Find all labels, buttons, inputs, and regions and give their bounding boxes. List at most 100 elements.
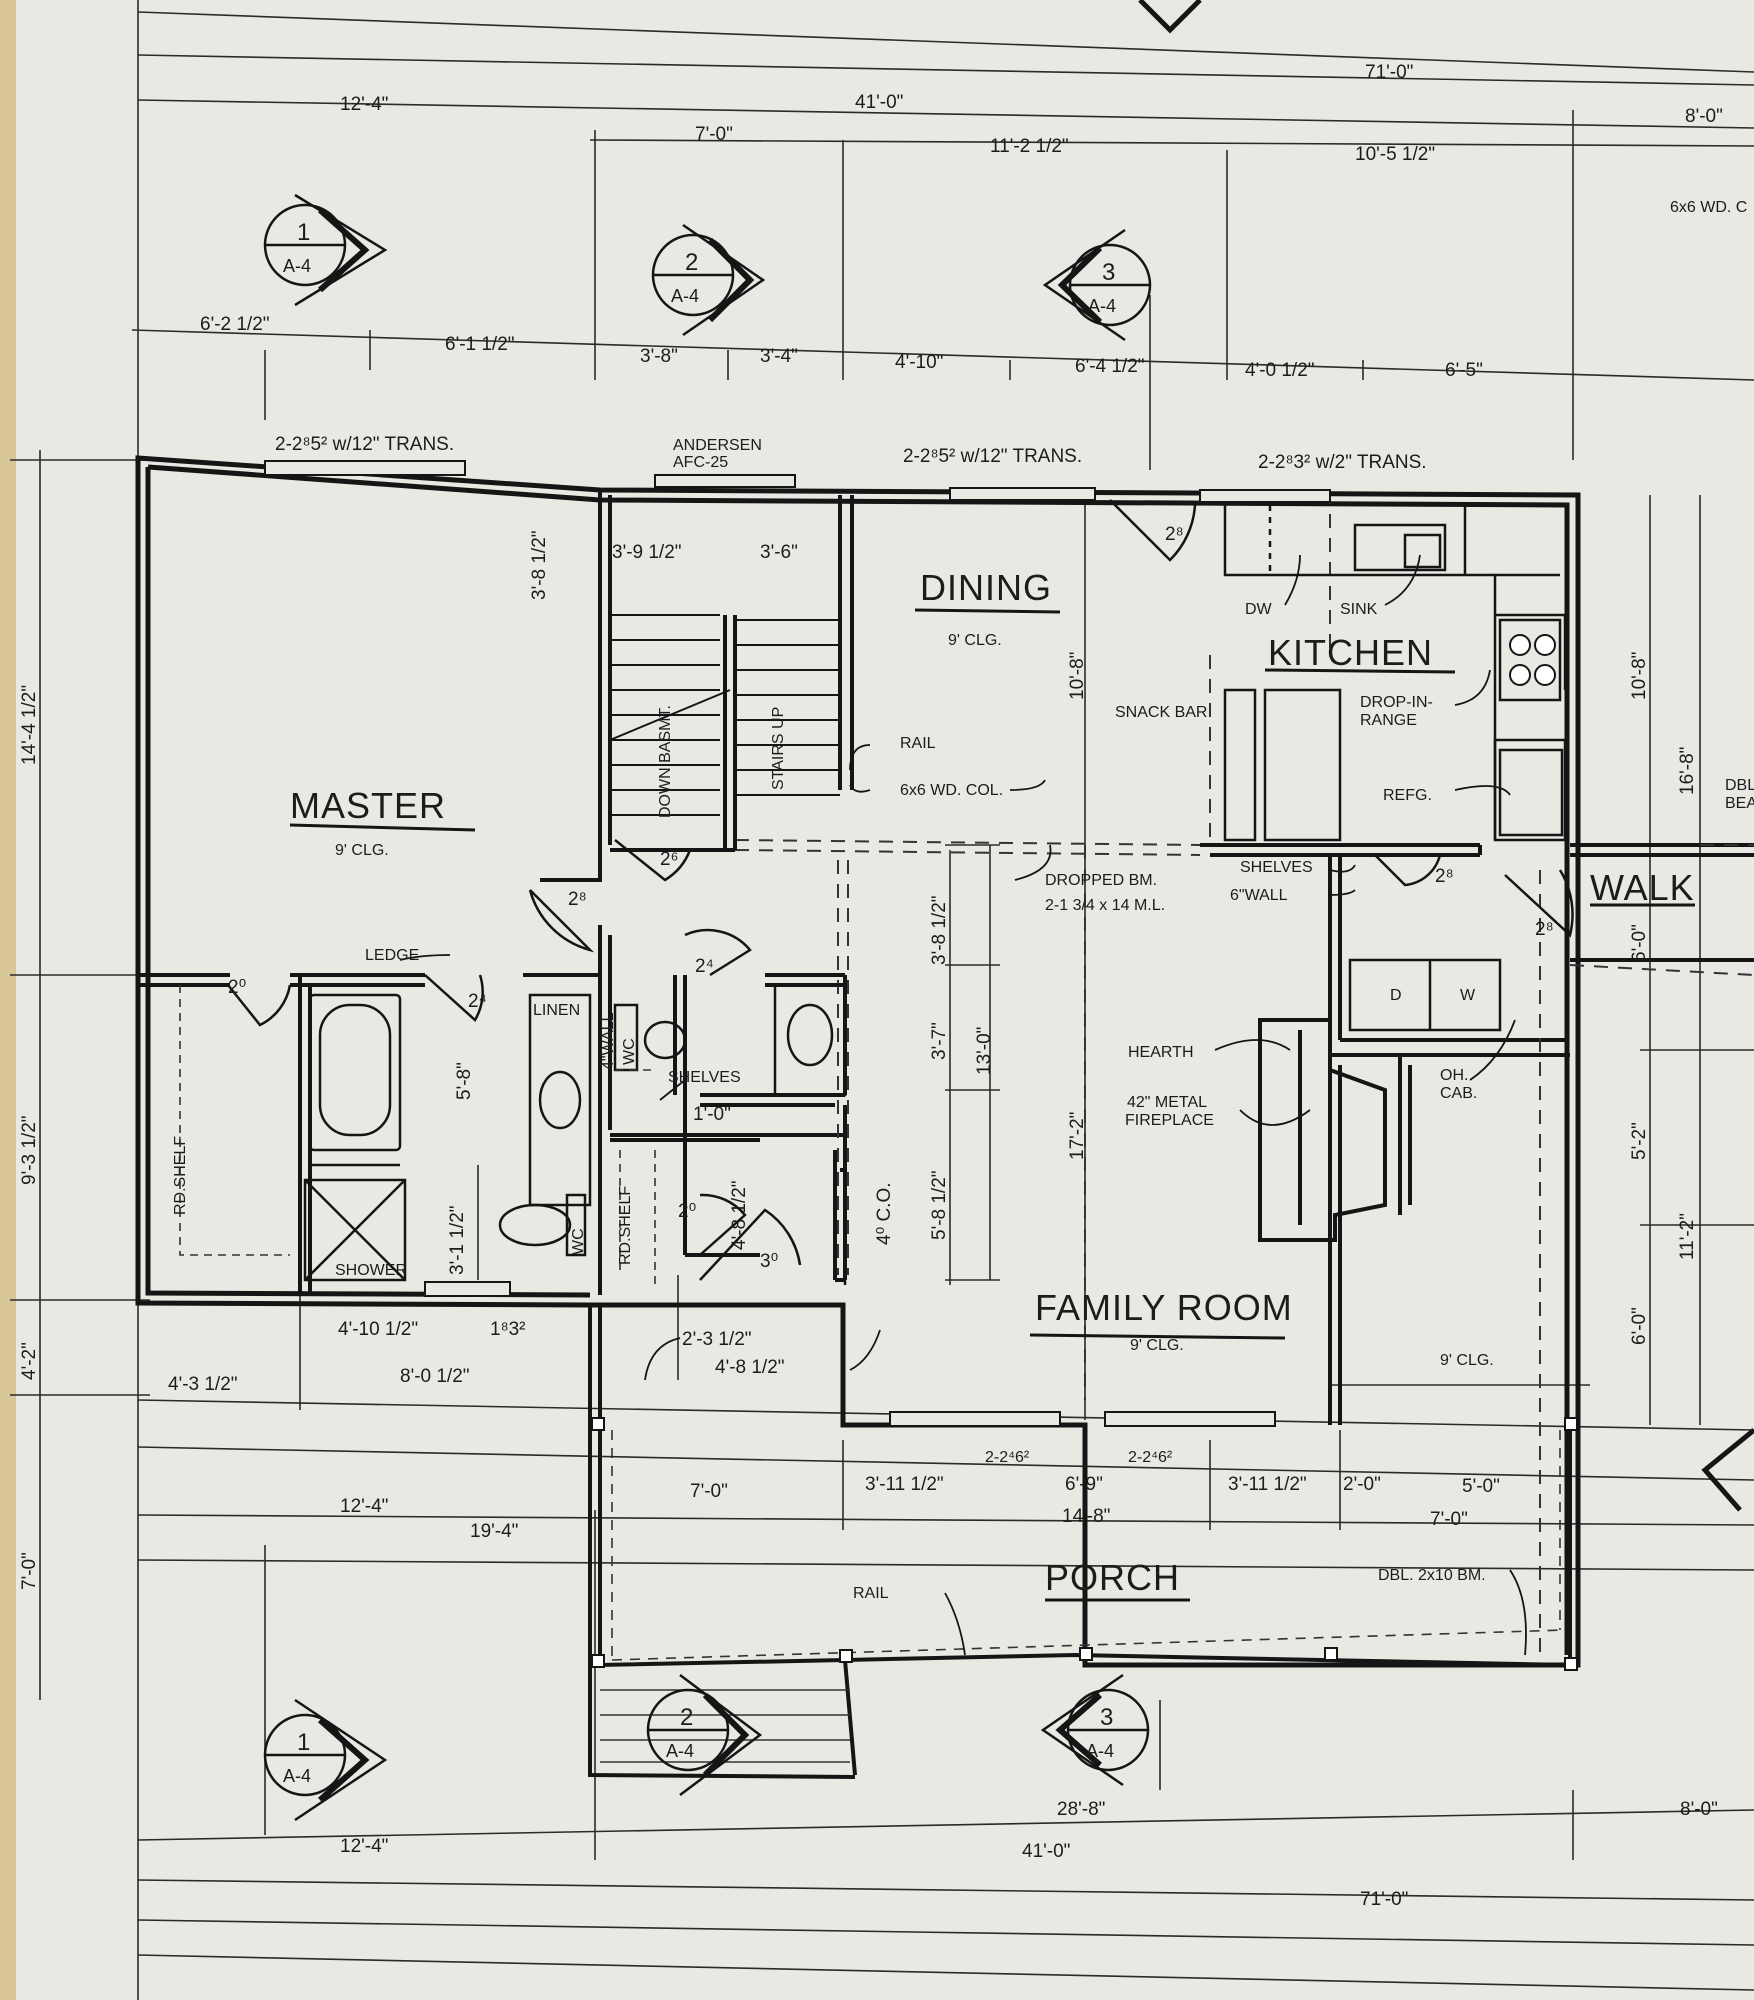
dim-bottom-12-4-upper: 12'-4" bbox=[340, 1496, 388, 1517]
label-col: 6x6 WD. COL. bbox=[900, 782, 1003, 799]
label-wc-b: WC bbox=[570, 1228, 587, 1255]
dim-win-4-10: 4'-10" bbox=[895, 352, 943, 373]
label-hearth: HEARTH bbox=[1128, 1044, 1194, 1061]
dim-porch-6-9: 6'-9" bbox=[1065, 1474, 1103, 1495]
label-wc-a: WC bbox=[621, 1038, 638, 1065]
label-d: D bbox=[1390, 987, 1402, 1004]
window-label-master: 2-2⁸5² w/12" TRANS. bbox=[275, 434, 454, 455]
dim-top-10-5-5: 10'-5 1/2" bbox=[1355, 144, 1435, 165]
windows-top bbox=[264, 460, 1331, 1427]
dim-bath-5-8: 5'-8" bbox=[454, 1062, 475, 1100]
dim-right-6-0-upper: 6'-0" bbox=[1629, 924, 1650, 962]
door-size-walk: 2⁸ bbox=[1535, 919, 1554, 940]
window-label-dining: 2-2⁸5² w/12" TRANS. bbox=[903, 446, 1082, 467]
label-drop-in-2: RANGE bbox=[1360, 712, 1417, 729]
porch-dashed-rail bbox=[611, 1430, 1566, 1661]
section-2-bottom-sheet: A-4 bbox=[666, 1741, 694, 1761]
dim-bottom-71: 71'-0" bbox=[1360, 1889, 1408, 1910]
dim-win-6-1-5: 6'-1 1/2" bbox=[445, 334, 515, 355]
bath-fixtures bbox=[303, 983, 847, 1282]
label-dropped-bm-1: DROPPED BM. bbox=[1045, 872, 1157, 889]
dim-right-16-8: 16'-8" bbox=[1677, 747, 1698, 795]
dim-porch-2-0: 2'-0" bbox=[1343, 1474, 1381, 1495]
window-label-porch-1: 2-2⁴6² bbox=[985, 1449, 1030, 1466]
dim-porch-7-0-right: 7'-0" bbox=[1430, 1509, 1468, 1530]
section-2-top-num: 2 bbox=[685, 249, 698, 276]
ceiling-right: 9' CLG. bbox=[1440, 1352, 1494, 1369]
dim-stair-3-6: 3'-6" bbox=[760, 542, 798, 563]
range-burners bbox=[1509, 634, 1556, 686]
section-1-bottom-num: 1 bbox=[297, 1729, 310, 1756]
window-label-kitchen: 2-2⁸3² w/2" TRANS. bbox=[1258, 452, 1427, 473]
dim-bottom-19-4: 19'-4" bbox=[470, 1521, 518, 1542]
door-size-kitchen-hall: 2⁸ bbox=[1435, 866, 1454, 887]
dim-porch-5-0: 5'-0" bbox=[1462, 1476, 1500, 1497]
dim-left-9-3-5: 9'-3 1/2" bbox=[19, 1115, 40, 1185]
label-oh-cab-2: CAB. bbox=[1440, 1085, 1477, 1102]
label-fireplace-2: FIREPLACE bbox=[1125, 1112, 1214, 1129]
dim-right-11-2: 11'-2" bbox=[1677, 1213, 1698, 1260]
dim-win-6-5: 6'-5" bbox=[1445, 360, 1483, 381]
dim-bottom-8: 8'-0" bbox=[1680, 1799, 1718, 1820]
stairs bbox=[609, 614, 840, 850]
label-snack-bar: SNACK BAR bbox=[1115, 704, 1207, 721]
window-label-porch-2: 2-2⁴6² bbox=[1128, 1449, 1173, 1466]
binding-edge bbox=[0, 0, 16, 2000]
dim-bath-4-10-5: 4'-10 1/2" bbox=[338, 1319, 418, 1340]
door-swings bbox=[227, 499, 1574, 1285]
dim-stair-3-9-5: 3'-9 1/2" bbox=[612, 542, 682, 563]
label-shelves-kitchen: SHELVES bbox=[1240, 859, 1313, 876]
dim-hall-4-3-5: 4'-3 1/2" bbox=[168, 1374, 238, 1395]
label-dw: DW bbox=[1245, 601, 1273, 618]
porch-posts bbox=[591, 1417, 1578, 1671]
dim-left-7-0: 7'-0" bbox=[19, 1552, 40, 1590]
window-label-andersen-1: ANDERSEN bbox=[673, 437, 762, 454]
section-3-bottom-sheet: A-4 bbox=[1086, 1741, 1114, 1761]
fireplace bbox=[1258, 1018, 1387, 1242]
section-1-bottom-sheet: A-4 bbox=[283, 1766, 311, 1786]
section-1-top-sheet: A-4 bbox=[283, 256, 311, 276]
label-col-edge: 6x6 WD. C bbox=[1670, 199, 1747, 216]
section-markers bbox=[263, 0, 1754, 1822]
door-size-stair: 2⁶ bbox=[660, 849, 678, 870]
dim-dining-10-8: 10'-8" bbox=[1067, 652, 1088, 700]
label-sink: SINK bbox=[1340, 601, 1378, 618]
room-dining: DINING bbox=[920, 567, 1052, 608]
dim-bottom-41: 41'-0" bbox=[1022, 1841, 1070, 1862]
window-label-andersen-2: AFC-25 bbox=[673, 454, 728, 471]
label-dbl-edge-1: DBL bbox=[1725, 777, 1754, 794]
dim-bath-3-1-5: 3'-1 1/2" bbox=[447, 1205, 468, 1275]
dim-hall-2-3-5: 2'-3 1/2" bbox=[682, 1329, 752, 1350]
dim-top-11-2-5: 11'-2 1/2" bbox=[990, 136, 1069, 157]
dim-fam-4-0-co: 4⁰ C.O. bbox=[874, 1182, 895, 1245]
label-shelves-bath: SHELVES bbox=[668, 1069, 741, 1086]
label-rail-top: RAIL bbox=[900, 735, 936, 752]
label-stairs-up: STAIRS UP bbox=[770, 707, 787, 790]
dim-hall-8-0-5: 8'-0 1/2" bbox=[400, 1366, 470, 1387]
dim-fam-3-7: 3'-7" bbox=[929, 1022, 950, 1060]
label-oh-cab-1: OH. bbox=[1440, 1067, 1468, 1084]
section-2-bottom-num: 2 bbox=[680, 1704, 693, 1731]
dim-porch-3-11-5-left: 3'-11 1/2" bbox=[865, 1474, 944, 1495]
dim-bottom-12-4-lower: 12'-4" bbox=[340, 1836, 388, 1857]
label-dbl-edge-2: BEA bbox=[1725, 795, 1754, 812]
room-kitchen: KITCHEN bbox=[1268, 632, 1433, 673]
dim-top-41: 41'-0" bbox=[855, 92, 903, 113]
dim-stair-3-8-5-vert: 3'-8 1/2" bbox=[529, 530, 550, 600]
label-shower: SHOWER bbox=[335, 1262, 407, 1279]
dim-right-5-2: 5'-2" bbox=[1629, 1122, 1650, 1160]
dim-bath-1-8-3-2: 1⁸3² bbox=[490, 1319, 525, 1340]
label-4in-wall: 4"WALL bbox=[600, 1012, 617, 1070]
door-size-closet-b: 2⁰ bbox=[678, 1201, 696, 1222]
dim-right-6-0-lower: 6'-0" bbox=[1629, 1307, 1650, 1345]
dim-top-7: 7'-0" bbox=[695, 124, 733, 145]
room-master: MASTER bbox=[290, 785, 446, 826]
section-3-top-sheet: A-4 bbox=[1088, 296, 1116, 316]
label-rail-porch: RAIL bbox=[853, 1585, 889, 1602]
section-3-top-num: 3 bbox=[1102, 259, 1115, 286]
dim-win-4-0-5: 4'-0 1/2" bbox=[1245, 360, 1315, 381]
shelf-dashes bbox=[179, 985, 656, 1290]
dim-top-left-12-4: 12'-4" bbox=[340, 94, 388, 115]
label-rd-shelf-a: RD.SHELF bbox=[172, 1136, 189, 1215]
